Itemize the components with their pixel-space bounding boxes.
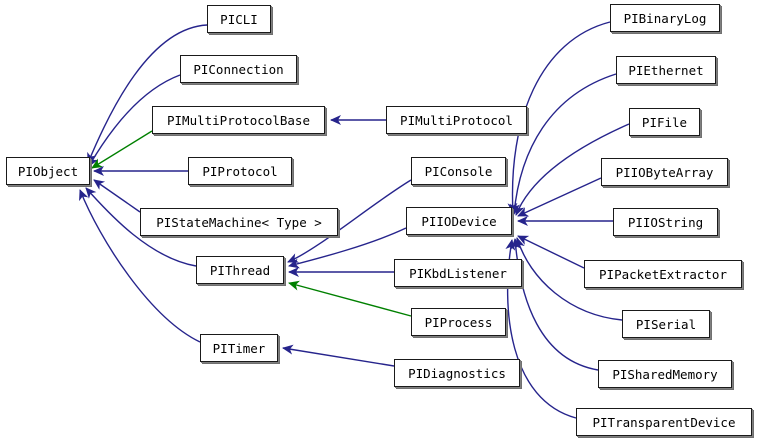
inheritance-edge-piiodevice-to-pithread [288, 227, 407, 269]
class-node-label: PIThread [209, 262, 271, 278]
class-node-label: PITimer [212, 340, 266, 356]
inheritance-edge-pifile-to-piiodevice [515, 123, 630, 216]
class-node-label: PISerial [635, 316, 697, 332]
class-node-label: PIIOString [627, 214, 704, 230]
class-node-label: PIMultiProtocol [400, 112, 513, 128]
class-node-label: PIProtocol [202, 163, 278, 179]
inheritance-edge-piconsole-to-pithread [287, 179, 412, 263]
class-node-pifile[interactable]: PIFile [629, 108, 700, 136]
class-node-piprotocol[interactable]: PIProtocol [188, 157, 292, 185]
class-node-pidiagnostics[interactable]: PIDiagnostics [394, 359, 520, 387]
class-node-label: PIObject [17, 163, 79, 179]
class-node-label: PIBinaryLog [623, 10, 707, 26]
class-node-piobject[interactable]: PIObject [6, 157, 90, 185]
class-node-piconnection[interactable]: PIConnection [180, 55, 297, 83]
inheritance-edge-pitimer-to-piobject [79, 189, 201, 343]
inheritance-edge-pistatemachine-to-piobject [93, 179, 141, 213]
class-node-picli[interactable]: PICLI [207, 5, 271, 33]
class-node-label: PIKbdListener [409, 265, 507, 281]
inheritance-edge-pisharedmemory-to-piiodevice [510, 238, 599, 371]
class-node-piserial[interactable]: PISerial [622, 310, 710, 338]
class-node-piiobytearray[interactable]: PIIOByteArray [601, 158, 728, 186]
class-node-pimultiprotocol[interactable]: PIMultiProtocol [386, 106, 527, 134]
inheritance-edge-pithread-to-piobject [85, 187, 197, 267]
class-node-pisharedmemory[interactable]: PISharedMemory [598, 360, 732, 388]
class-node-label: PISharedMemory [612, 366, 718, 382]
inheritance-edge-piethernet-to-piiodevice [509, 73, 617, 215]
class-node-piprocess[interactable]: PIProcess [411, 308, 506, 336]
class-node-pitimer[interactable]: PITimer [200, 334, 278, 362]
class-node-label: PIStateMachine< Type > [156, 214, 322, 230]
class-node-pibinarylog[interactable]: PIBinaryLog [610, 4, 720, 32]
class-node-piiodevice[interactable]: PIIODevice [406, 207, 512, 235]
inheritance-edge-piserial-to-piiodevice [515, 237, 623, 321]
class-node-label: PIProcess [424, 314, 493, 330]
inheritance-edge-pidiagnostics-to-pitimer [282, 344, 395, 367]
class-node-label: PIFile [641, 114, 688, 130]
inheritance-edge-piprocess-to-pithread [288, 280, 412, 317]
class-node-piconsole[interactable]: PIConsole [411, 157, 506, 185]
inheritance-edge-piconnection-to-piobject [88, 74, 181, 167]
class-node-piiostring[interactable]: PIIOString [613, 208, 718, 236]
class-node-pipacketextractor[interactable]: PIPacketExtractor [584, 260, 742, 288]
class-node-label: PIConsole [424, 163, 493, 179]
class-node-pimultiprotocolbase[interactable]: PIMultiProtocolBase [152, 106, 325, 134]
inheritance-edge-pimultiprotocolbase-to-piobject [91, 130, 153, 169]
class-node-label: PIDiagnostics [408, 365, 506, 381]
inheritance-edge-piiobytearray-to-piiodevice [517, 177, 602, 217]
class-node-label: PIConnection [193, 61, 284, 77]
class-node-pithread[interactable]: PIThread [196, 256, 284, 284]
class-node-pikbdlistener[interactable]: PIKbdListener [394, 259, 522, 287]
inheritance-edge-pipacketextractor-to-piiodevice [517, 235, 585, 269]
inheritance-edge-pibinarylog-to-piiodevice [507, 21, 611, 214]
class-node-pitransparentdevice[interactable]: PITransparentDevice [576, 408, 752, 436]
class-node-label: PIEthernet [628, 62, 704, 78]
class-node-pistatemachine[interactable]: PIStateMachine< Type > [140, 208, 338, 236]
class-node-label: PIPacketExtractor [599, 266, 727, 282]
class-node-label: PICLI [220, 11, 258, 27]
class-node-label: PIIODevice [421, 213, 497, 229]
class-node-label: PITransparentDevice [592, 414, 736, 430]
class-node-piethernet[interactable]: PIEthernet [616, 56, 716, 84]
class-node-label: PIMultiProtocolBase [167, 112, 310, 128]
class-node-label: PIIOByteArray [615, 164, 714, 180]
inheritance-edge-picli-to-piobject [87, 24, 208, 164]
